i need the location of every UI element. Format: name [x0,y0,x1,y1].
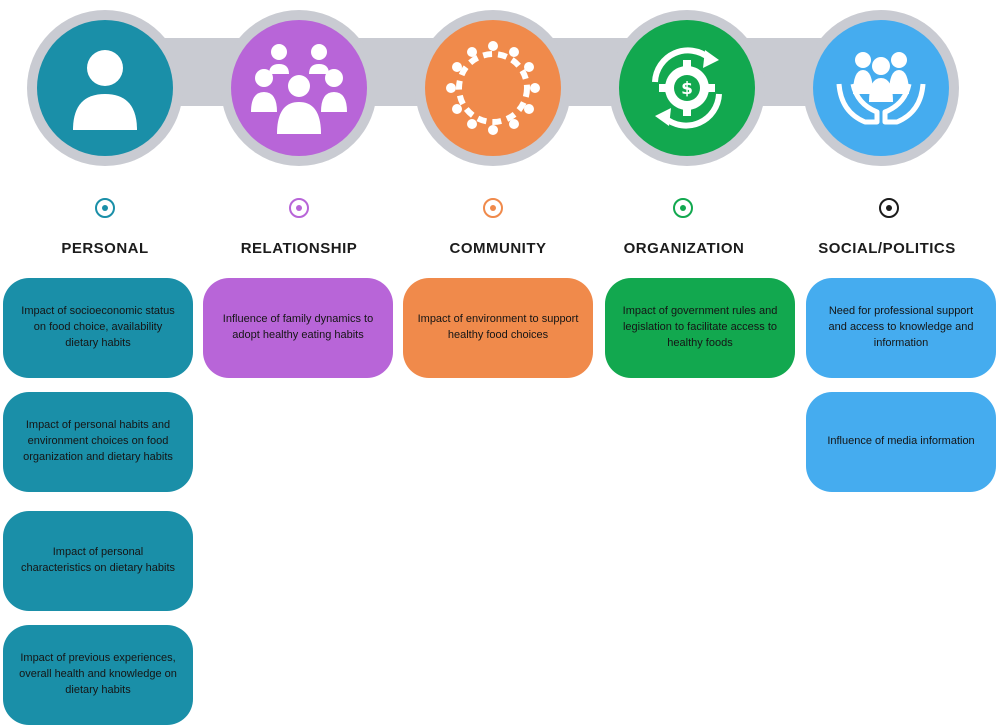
community-icon-disc [425,20,561,156]
personal-ring [27,10,183,166]
relationship-ring [221,10,377,166]
personal-item-1: Impact of socioeconomic status on food c… [3,278,193,378]
organization-ring: $ [609,10,765,166]
community-heading: COMMUNITY [449,240,547,257]
personal-item-4: Impact of previous experiences, overall … [3,625,193,725]
organization-marker-dot [673,198,693,218]
personal-marker-dot [95,198,115,218]
social-item-1: Need for professional support and access… [806,278,996,378]
svg-text:$: $ [681,79,693,99]
organization-icon-disc: $ [619,20,755,156]
relationship-item-1: Influence of family dynamics to adopt he… [203,278,393,378]
organization-item-1: Impact of government rules and legislati… [605,278,795,378]
social-item-2: Influence of media information [806,392,996,492]
money-gear-cycle-icon: $ [652,47,722,129]
personal-item-2: Impact of personal habits and environmen… [3,392,193,492]
person-icon [73,50,137,130]
group-icon [251,44,347,134]
personal-item-3: Impact of personal characteristics on di… [3,511,193,611]
community-marker-dot [483,198,503,218]
personal-icon-disc [37,20,173,156]
social-marker-dot [879,198,899,218]
community-item-1: Impact of environment to support healthy… [403,278,593,378]
community-circle-icon [446,41,540,135]
relationship-heading: RELATIONSHIP [240,240,358,257]
organization-heading: ORGANIZATION [623,240,745,257]
relationship-marker-dot [289,198,309,218]
social-ring [803,10,959,166]
community-ring [415,10,571,166]
social-heading: SOCIAL/POLITICS [818,240,956,257]
relationship-icon-disc [231,20,367,156]
hands-holding-people-icon [836,52,926,125]
social-icon-disc [813,20,949,156]
personal-heading: PERSONAL [61,240,149,257]
